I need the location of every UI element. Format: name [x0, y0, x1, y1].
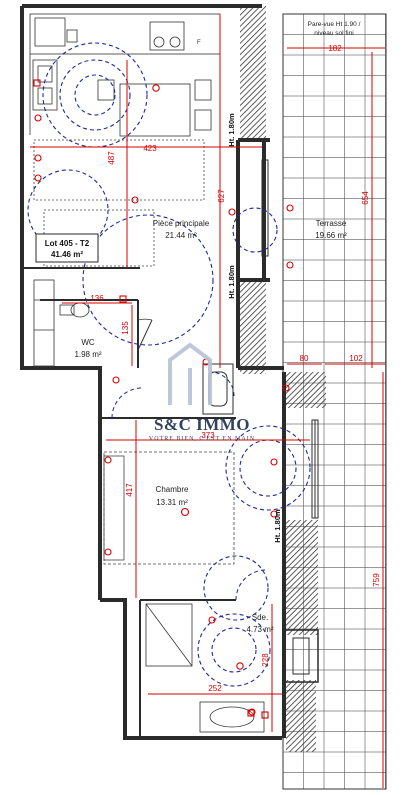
dimension-627: 627	[217, 189, 226, 203]
dimension-423: 423	[143, 144, 157, 153]
height-label-2: Ht. 1.80m	[227, 265, 236, 299]
room-area-wc: 1.98 m²	[74, 350, 101, 359]
dimension-136: 136	[90, 294, 104, 303]
dimension-252: 252	[208, 684, 222, 693]
room-name-terrasse: Terrasse	[316, 219, 347, 228]
dimension-417: 417	[125, 483, 134, 497]
dimension-102: 102	[349, 354, 363, 363]
dimension-654: 654	[361, 191, 370, 205]
dimension-lines	[30, 14, 385, 788]
height-label-1: Ht. 1.80m	[227, 113, 236, 147]
watermark-house-icon	[168, 342, 212, 405]
walls	[20, 4, 286, 740]
svg-text:F: F	[197, 40, 201, 46]
parevue-line-2: niveau sol fini	[314, 30, 353, 37]
electrical-symbols	[33, 79, 294, 719]
dimension-labels: 423 487 627 654 182 136 135 80 102 373 4…	[90, 44, 381, 693]
sde-fixtures	[145, 603, 265, 733]
height-label-3: Ht. 1.80m	[273, 509, 282, 543]
room-name-chambre: Chambre	[156, 485, 189, 494]
lot-box: Lot 405 - T2 41.46 m²	[35, 233, 99, 263]
windows	[202, 159, 319, 683]
kitchen: F	[29, 13, 221, 135]
room-name-piece-principale: Pièce principale	[153, 219, 210, 228]
watermark: S&C IMMO VOTRE BIEN, C'EST EN MAIN	[149, 342, 255, 442]
lot-name: Lot 405 - T2	[45, 239, 90, 248]
room-area-chambre: 13.31 m²	[156, 498, 188, 507]
room-name-sde: Sde.	[252, 613, 268, 622]
watermark-brand: S&C IMMO	[154, 415, 250, 434]
room-area-piece-principale: 21.44 m²	[165, 231, 197, 240]
dimension-759: 759	[372, 573, 381, 587]
dimension-135: 135	[121, 321, 130, 335]
dimension-80: 80	[300, 354, 309, 363]
height-annotations: Ht. 1.80m Ht. 1.80m Ht. 1.80m	[227, 113, 282, 543]
bed	[103, 451, 235, 565]
dining-table	[97, 79, 212, 137]
door-swings	[111, 371, 267, 601]
room-area-sde: 4.73 m²	[246, 625, 273, 634]
room-area-terrasse: 19.66 m²	[315, 231, 347, 240]
parevue-line-1: Pare-vue Ht 1.90 /	[308, 21, 361, 28]
dimension-228: 228	[261, 653, 270, 667]
roof-strips	[240, 6, 326, 752]
room-name-wc: WC	[81, 338, 95, 347]
dimension-182: 182	[328, 44, 342, 53]
watermark-tagline: VOTRE BIEN, C'EST EN MAIN	[149, 436, 255, 442]
dimension-373: 373	[201, 431, 215, 440]
dimension-487: 487	[107, 151, 116, 165]
room-labels: Pièce principale 21.44 m² Terrasse 19.66…	[74, 219, 347, 634]
parevue-note: Pare-vue Ht 1.90 / niveau sol fini	[308, 21, 361, 37]
lot-area: 41.46 m²	[51, 250, 83, 259]
